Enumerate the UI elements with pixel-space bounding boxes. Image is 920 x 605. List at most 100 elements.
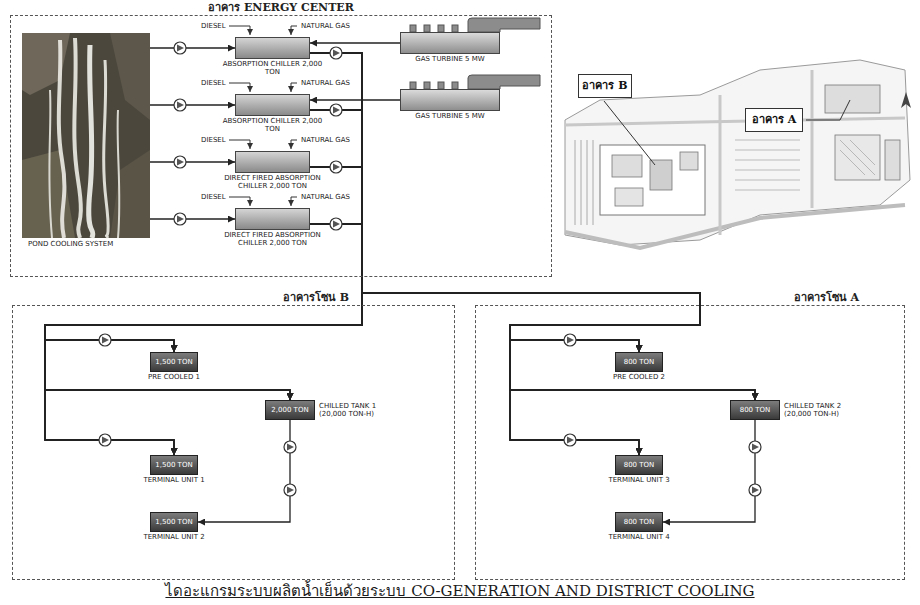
node-label: GAS TURBINE 5 MW	[415, 112, 485, 120]
chilled-water-pipe	[310, 53, 700, 455]
fuel-label: DIESEL	[200, 79, 227, 87]
chilled-water-pipe	[198, 420, 290, 522]
site-map	[565, 118, 905, 125]
chilled-water-unit: 800 TONPRE COOLED 2	[615, 352, 663, 372]
pump-symbol	[99, 434, 111, 446]
site-map	[719, 95, 722, 235]
node-label: PRE COOLED 1	[148, 373, 200, 381]
chilled-water-pipe	[45, 167, 362, 455]
node-label: 800 TON	[624, 358, 655, 366]
pump-symbol	[330, 161, 342, 173]
pump-symbol	[174, 42, 186, 54]
fuel-feed-arrow	[229, 197, 250, 206]
turbine-exhaust-duct	[438, 25, 444, 32]
fuel-label: NATURAL GAS	[300, 22, 351, 30]
chilled-water-pipe	[310, 224, 755, 400]
node-label: ABSORPTION CHILLER 2,000 TON	[218, 60, 328, 76]
turbine-exhaust-duct	[410, 82, 416, 89]
chilled-water-pipe	[663, 420, 755, 522]
node-label: TERMINAL UNIT 1	[143, 476, 204, 484]
site-map	[565, 60, 911, 248]
node-label: GAS TURBINE 5 MW	[415, 55, 485, 63]
node-label: 800 TON	[624, 518, 655, 526]
chilled-water-pipe	[310, 110, 700, 455]
pond-cooling-photo	[110, 33, 150, 120]
site-map	[575, 140, 593, 225]
node-label: 2,000 TON	[271, 406, 308, 414]
leader-line	[806, 100, 850, 120]
turbine-exhaust-duct	[452, 25, 458, 32]
fuel-feed-arrow	[291, 197, 297, 206]
node-label: PRE COOLED 2	[613, 373, 665, 381]
fuel-label: NATURAL GAS	[300, 79, 351, 87]
gas-turbine: GAS TURBINE 5 MW	[400, 89, 500, 111]
cooling-pond: POND COOLING SYSTEM	[22, 33, 150, 238]
absorption-chiller: DIRECT FIRED ABSORPTION CHILLER 2,000 TO…	[235, 208, 310, 230]
site-map	[680, 152, 698, 170]
pond-cooling-photo	[110, 150, 150, 238]
chilled-water-pipe	[310, 110, 755, 400]
pond-cooling-photo	[59, 40, 65, 238]
zone-heading: อาคารโซน B	[283, 292, 349, 305]
site-map	[612, 155, 642, 177]
chilled-water-unit: 800 TONTERMINAL UNIT 3	[615, 455, 663, 475]
chilled-water-unit: 800 TONTERMINAL UNIT 4	[615, 512, 663, 532]
pump-symbol	[749, 441, 761, 453]
chilled-water-pipe	[45, 110, 362, 455]
turbine-exhaust-duct	[438, 82, 444, 89]
turbine-exhaust-duct	[424, 25, 430, 32]
chilled-water-pipe	[310, 167, 755, 400]
pump-symbol	[174, 213, 186, 225]
pond-cooling-photo	[74, 38, 81, 238]
pump-symbol	[99, 42, 761, 496]
chilled-water-pipe	[45, 167, 362, 352]
pond-cooling-photo	[118, 110, 120, 238]
chilled-water-pipe	[150, 218, 235, 219]
pump-symbol	[284, 484, 296, 496]
node-label: อาคาร A	[752, 114, 796, 127]
chilled-water-pipe	[150, 104, 235, 105]
pump-symbol	[330, 218, 342, 230]
fuel-label: NATURAL GAS	[300, 193, 351, 201]
diagram-caption: ไดอะแกรมระบบผลิตน้ำเย็นด้วยระบบ CO-GENER…	[165, 582, 754, 600]
turbine-exhaust-duct	[452, 82, 458, 89]
node-label: 1,500 TON	[155, 461, 192, 469]
chilled-water-pipe	[310, 53, 700, 352]
fuel-label: NATURAL GAS	[300, 136, 351, 144]
node-label: DIRECT FIRED ABSORPTION CHILLER 2,000 TO…	[218, 231, 328, 247]
chilled-water-pipe	[45, 224, 362, 400]
pump-symbol	[284, 441, 296, 453]
pump-symbol	[330, 104, 342, 116]
site-map	[811, 70, 814, 208]
node-label: ABSORPTION CHILLER 2,000 TON	[218, 117, 328, 133]
building-zone: 1,500 TONPRE COOLED 12,000 TONCHILLED TA…	[12, 305, 455, 580]
chilled-water-tank: 800 TONCHILLED TANK 2 (20,000 TON-H)	[730, 400, 780, 420]
fuel-feed-arrow	[291, 83, 297, 92]
node-label: TERMINAL UNIT 3	[608, 476, 669, 484]
turbine-exhaust-duct	[468, 18, 540, 32]
leader-line	[604, 101, 655, 165]
chilled-water-pipe	[45, 167, 362, 400]
site-map	[650, 160, 672, 190]
zone-heading: อาคาร ENERGY CENTER	[208, 2, 354, 15]
building-tag: อาคาร B	[578, 74, 632, 98]
building-zone: 800 TONPRE COOLED 2800 TONCHILLED TANK 2…	[475, 305, 905, 580]
site-map	[885, 140, 900, 180]
pump-symbol	[564, 434, 576, 446]
node-label: CHILLED TANK 2 (20,000 TON-H)	[784, 402, 856, 418]
chilled-water-pipe	[310, 42, 400, 43]
pond-cooling-photo	[89, 45, 93, 238]
node-label: POND COOLING SYSTEM	[28, 240, 113, 248]
site-map	[565, 60, 910, 245]
leader-line	[604, 100, 850, 165]
chilled-water-pipe	[150, 47, 235, 48]
pump-symbol	[749, 484, 761, 496]
chilled-water-pipe	[310, 99, 400, 100]
node-label: DIRECT FIRED ABSORPTION CHILLER 2,000 TO…	[218, 174, 328, 190]
fuel-feed-arrow	[229, 26, 250, 35]
zone-heading: อาคารโซน A	[794, 292, 859, 305]
node-label: 800 TON	[740, 406, 771, 414]
chilled-water-unit: 1,500 TONTERMINAL UNIT 1	[150, 455, 198, 475]
chilled-water-pipe	[150, 161, 235, 162]
absorption-chiller: DIRECT FIRED ABSORPTION CHILLER 2,000 TO…	[235, 151, 310, 173]
